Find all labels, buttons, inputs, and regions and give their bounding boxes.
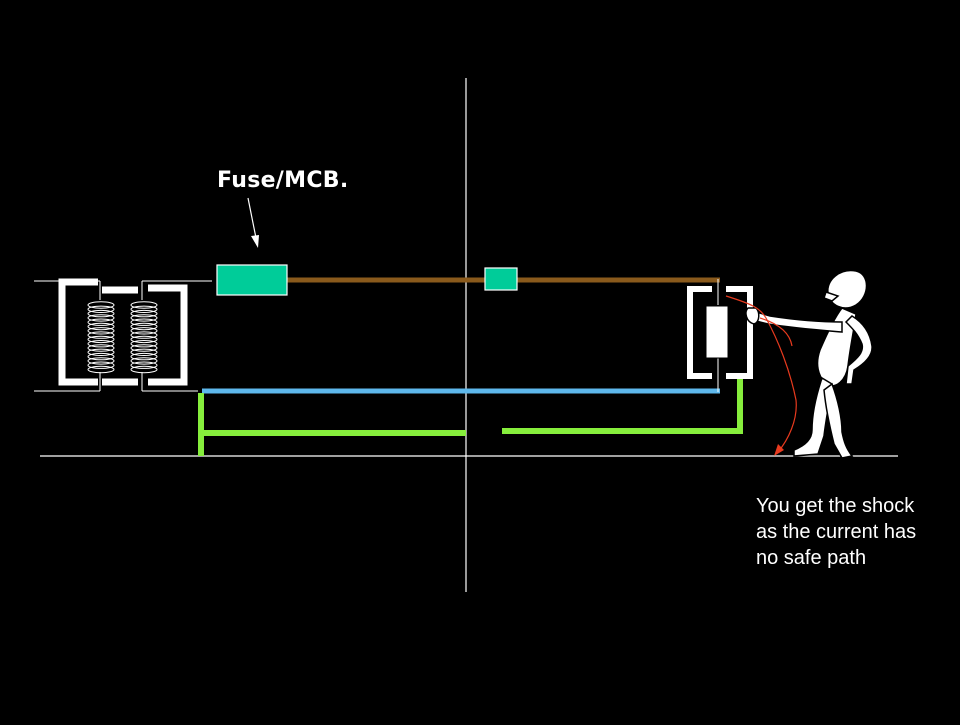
secondary-coil xyxy=(130,301,158,374)
transformer xyxy=(34,278,212,392)
appliance xyxy=(687,279,753,392)
coil-turn xyxy=(87,348,115,356)
coil-turn xyxy=(87,344,115,352)
shock-current-arrow xyxy=(725,295,797,456)
fuse-mcb xyxy=(216,264,288,296)
coil-turn xyxy=(87,314,115,322)
coil-turn xyxy=(87,361,115,369)
coil-turn xyxy=(130,357,158,365)
coil-turn xyxy=(130,361,158,369)
coil-turn xyxy=(87,322,115,331)
primary-coil xyxy=(87,301,115,374)
coil-turn xyxy=(87,365,115,374)
caption-line: no safe path xyxy=(756,547,867,569)
person-figure xyxy=(745,269,873,459)
coil-turn xyxy=(87,305,115,313)
fuse-mcb-label: Fuse/MCB. xyxy=(217,168,349,193)
coil-turn xyxy=(130,365,158,374)
coil-turn xyxy=(130,305,158,313)
fuse-pointer-arrow xyxy=(247,197,259,248)
coil-turn xyxy=(130,318,158,326)
switch-block xyxy=(484,267,518,291)
coil-turn xyxy=(130,301,158,309)
earth-wire-appliance xyxy=(502,376,743,434)
caption-line: You get the shock xyxy=(756,495,915,517)
coil-turn xyxy=(130,352,158,361)
coil-turn xyxy=(130,327,158,335)
coil-turn xyxy=(87,352,115,361)
coil-turn xyxy=(130,314,158,322)
coil-turn xyxy=(130,331,158,339)
earth-wire-supply xyxy=(198,393,466,456)
coil-turn xyxy=(87,327,115,335)
shock-caption: You get the shock as the current has no … xyxy=(756,493,956,571)
coil-turn xyxy=(130,344,158,352)
coil-turn xyxy=(130,340,158,348)
coil-turn xyxy=(87,335,115,344)
coil-turn xyxy=(87,340,115,348)
appliance-element xyxy=(705,305,729,359)
coil-turn xyxy=(87,357,115,365)
coil-turn xyxy=(130,322,158,331)
caption-line: as the current has xyxy=(756,521,917,543)
coil-turn xyxy=(87,318,115,326)
coil-turn xyxy=(87,331,115,339)
coil-turn xyxy=(87,301,115,309)
coil-turn xyxy=(130,309,158,318)
coil-turn xyxy=(87,309,115,318)
coil-turn xyxy=(130,335,158,344)
coil-turn xyxy=(130,348,158,356)
